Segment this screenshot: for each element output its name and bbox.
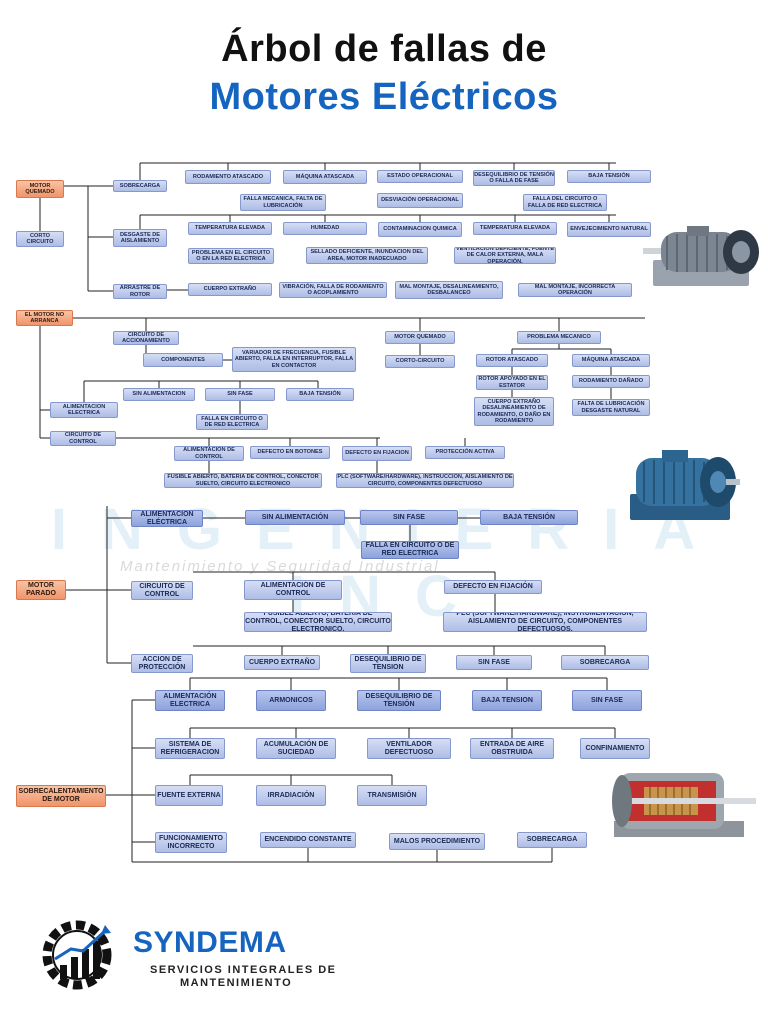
node-defecto-fijacion-1: DEFECTO EN FIJACION bbox=[342, 446, 412, 461]
node-vibracion: VIBRACIÓN, FALLA DE RODAMIENTO O ACOPLAM… bbox=[279, 282, 387, 298]
node-sin-fase-3: SIN FASE bbox=[456, 655, 532, 670]
node-contaminacion-quimica: CONTAMINACION QUIMICA bbox=[378, 222, 462, 237]
node-sobrecarga-1: SOBRECARGA bbox=[113, 180, 167, 192]
node-mal-montaje-2: MAL MONTAJE, INCORRECTA OPERACIÓN bbox=[518, 283, 632, 297]
node-falta-lubricacion: FALTA DE LUBRICACIÓN DESGASTE NATURAL bbox=[572, 399, 650, 416]
title-line-1: Árbol de fallas de bbox=[221, 28, 547, 70]
node-entrada-aire: ENTRADA DE AIRE OBSTRUIDA bbox=[470, 738, 554, 759]
node-motor-parado: MOTOR PARADO bbox=[16, 580, 66, 600]
node-baja-tension-4: BAJA TENSION bbox=[472, 690, 542, 711]
node-motor-no-arranca: EL MOTOR NO ARRANCA bbox=[16, 310, 73, 326]
node-sin-alimentacion-2: SIN ALIMENTACIÓN bbox=[245, 510, 345, 525]
node-accion-proteccion: ACCION DE PROTECCIÓN bbox=[131, 654, 193, 673]
node-falla-circuito-3: FALLA EN CIRCUITO O DE RED ELECTRICA bbox=[361, 541, 459, 559]
node-armonicos: ARMONICOS bbox=[256, 690, 326, 711]
node-sistema-refrigeracion: SISTEMA DE REFRIGERACION bbox=[155, 738, 225, 759]
node-alimentacion-electrica-2: ALIMENTACIÓN ELÉCTRICA bbox=[131, 510, 203, 527]
node-circuito-accionamiento: CIRCUITO DE ACCIONAMIENTO bbox=[113, 331, 179, 345]
node-temperatura-elevada-2: TEMPERATURA ELEVADA bbox=[473, 222, 557, 235]
logo-name: SYNDEMA bbox=[133, 926, 287, 959]
node-baja-tension-3: BAJA TENSIÓN bbox=[480, 510, 578, 525]
node-maquina-atascada-1: MÁQUINA ATASCADA bbox=[283, 170, 367, 184]
node-ventilador-defectuoso: VENTILADOR DEFECTUOSO bbox=[367, 738, 451, 759]
node-alimentacion-control-1: ALIMENTACIÓN DE CONTROL bbox=[174, 446, 244, 461]
node-sin-fase-1: SIN FASE bbox=[205, 388, 275, 401]
node-componentes: COMPONENTES bbox=[143, 353, 223, 367]
node-circuito-control-1: CIRCUITO DE CONTROL bbox=[50, 431, 116, 446]
node-alimentacion-electrica-1: ALIMENTACION ELECTRICA bbox=[50, 402, 118, 418]
node-temperatura-elevada-1: TEMPERATURA ELEVADA bbox=[188, 222, 272, 235]
node-problema-circuito: PROBLEMA EN EL CIRCUITO O EN LA RED ELEC… bbox=[188, 248, 274, 264]
node-problema-mecanico: PROBLEMA MECANICO bbox=[517, 331, 601, 344]
node-irradiacion: IRRADIACIÓN bbox=[256, 785, 326, 806]
node-transmision: TRANSMISIÓN bbox=[357, 785, 427, 806]
node-falla-mecanica: FALLA MECANICA, FALTA DE LUBRICACIÓN bbox=[240, 194, 326, 211]
motor-cutaway-image bbox=[612, 773, 756, 837]
node-rodamiento-atascado-1: RODAMIENTO ATASCADO bbox=[185, 170, 271, 184]
node-arrastre-rotor: ARRASTRE DE ROTOR bbox=[113, 284, 167, 299]
node-desequilibrio-tension-2: DESEQUILIBRIO DE TENSION bbox=[350, 654, 426, 673]
node-defecto-fijacion-2: DEFECTO EN FIJACIÓN bbox=[444, 580, 542, 594]
node-baja-tension-2: BAJA TENSIÓN bbox=[286, 388, 354, 401]
node-defecto-botones: DEFECTO EN BOTONES bbox=[250, 446, 330, 459]
node-falla-circuito-1: FALLA DEL CIRCUITO O FALLA DE RED ELECTR… bbox=[523, 194, 607, 211]
node-sobrecalentamiento: SOBRECALENTAMIENTO DE MOTOR bbox=[16, 785, 106, 807]
node-sin-alimentacion-1: SIN ALIMENTACION bbox=[123, 388, 195, 401]
node-desequilibrio-tension-3: DESEQUILIBRIO DE TENSIÓN bbox=[357, 690, 441, 711]
node-motor-quemado: MOTOR QUEMADO bbox=[16, 180, 64, 198]
node-humedad: HUMEDAD bbox=[283, 222, 367, 235]
logo-subtitle-2: MANTENIMIENTO bbox=[180, 977, 293, 989]
node-falla-circuito-2: FALLA EN CIRCUITO O DE RED ELECTRICA bbox=[196, 414, 268, 430]
node-sellado-deficiente: SELLADO DEFICIENTE, INUNDACION DEL AREA,… bbox=[306, 247, 428, 264]
node-fusible-abierto-1: FUSIBLE ABIERTO, BATERIA DE CONTROL, CON… bbox=[164, 473, 322, 488]
node-proteccion-activa: PROTECCIÓN ACTIVA bbox=[425, 446, 505, 459]
node-sin-fase-2: SIN FASE bbox=[360, 510, 458, 525]
node-alimentacion-electrica-3: ALIMENTACIÓN ELECTRICA bbox=[155, 690, 225, 711]
motor-image-1 bbox=[643, 226, 759, 286]
node-corto-circuito: CORTO CIRCUITO bbox=[16, 231, 64, 247]
node-estado-operacional: ESTADO OPERACIONAL bbox=[377, 170, 463, 183]
node-cuerpo-extrano-desalineamiento: CUERPO EXTRAÑO DESALINEAMIENTO DE RODAMI… bbox=[474, 397, 554, 426]
node-baja-tension-1: BAJA TENSIÓN bbox=[567, 170, 651, 183]
node-corto-circuito-2: CORTO-CIRCUITO bbox=[385, 355, 455, 368]
node-cuerpo-extrano-1: CUERPO EXTRAÑO bbox=[188, 283, 272, 296]
motor-image-2 bbox=[630, 450, 740, 520]
watermark-sub: Mantenimiento y Seguridad Industrial bbox=[120, 558, 440, 575]
gear-chart-logo-icon bbox=[42, 920, 112, 990]
node-sin-fase-4: SIN FASE bbox=[572, 690, 642, 711]
node-desequilibrio-tension-1: DESEQUILIBRIO DE TENSIÓN O FALLA DE FASE bbox=[473, 170, 555, 186]
node-mal-montaje-1: MAL MONTAJE, DESALINEAMIENTO, DESBALANCE… bbox=[395, 281, 503, 299]
node-fusible-abierto-2: FUSIBLE ABIERTO, BATERIA DE CONTROL, CON… bbox=[244, 612, 392, 632]
node-ventilacion-deficiente: VENTILACIÓN DEFICIENTE, FUENTE DE CALOR … bbox=[454, 247, 556, 264]
logo-subtitle-1: SERVICIOS INTEGRALES DE bbox=[150, 964, 337, 976]
node-motor-quemado-2: MOTOR QUEMADO bbox=[385, 331, 455, 344]
node-funcionamiento-incorrecto: FUNCIONAMIENTO INCORRECTO bbox=[155, 832, 227, 853]
node-sobrecarga-3: SOBRECARGA bbox=[517, 832, 587, 848]
node-cuerpo-extrano-2: CUERPO EXTRAÑO bbox=[244, 655, 320, 670]
node-alimentacion-control-2: ALIMENTACIÓN DE CONTROL bbox=[244, 580, 342, 600]
title-line-2: Motores Eléctricos bbox=[209, 76, 559, 118]
node-sobrecarga-2: SOBRECARGA bbox=[561, 655, 649, 670]
node-malos-procedimiento: MALOS PROCEDIMIENTO bbox=[389, 833, 485, 850]
node-envejecimiento-natural: ENVEJECIMIENTO NATURAL bbox=[567, 222, 651, 237]
node-encendido-constante: ENCENDIDO CONSTANTE bbox=[260, 832, 356, 848]
node-rotor-atascado: ROTOR ATASCADO bbox=[476, 354, 548, 367]
node-maquina-atascada-2: MÁQUINA ATASCADA bbox=[572, 354, 650, 367]
node-acumulacion-suciedad: ACUMULACIÓN DE SUCIEDAD bbox=[256, 738, 336, 759]
node-circuito-control-2: CIRCUITO DE CONTROL bbox=[131, 581, 193, 600]
node-fuente-externa: FUENTE EXTERNA bbox=[155, 785, 223, 806]
watermark: INGENIERIA INC Mantenimiento y Seguridad… bbox=[40, 496, 740, 629]
node-plc-2: PLC (SOFTWARE/HARDWARE), INSTRUMENTACIÓN… bbox=[443, 612, 647, 632]
node-confinamiento: CONFINAMIENTO bbox=[580, 738, 650, 759]
node-desgaste-aislamiento: DESGASTE DE AISLAMIENTO bbox=[113, 229, 167, 247]
node-plc-1: PLC (SOFTWARE/HARDWARE), INSTRUCCIÓN, AI… bbox=[336, 473, 514, 488]
node-rodamiento-danado: RODAMIENTO DAÑADO bbox=[572, 375, 650, 388]
node-rotor-apoyado: ROTOR APOYADO EN EL ESTATOR bbox=[476, 375, 548, 390]
node-variador-frecuencia: VARIADOR DE FRECUENCIA, FUSIBLE ABIERTO,… bbox=[232, 347, 356, 372]
node-desviacion-operacional: DESVIACIÓN OPERACIONAL bbox=[377, 193, 463, 208]
